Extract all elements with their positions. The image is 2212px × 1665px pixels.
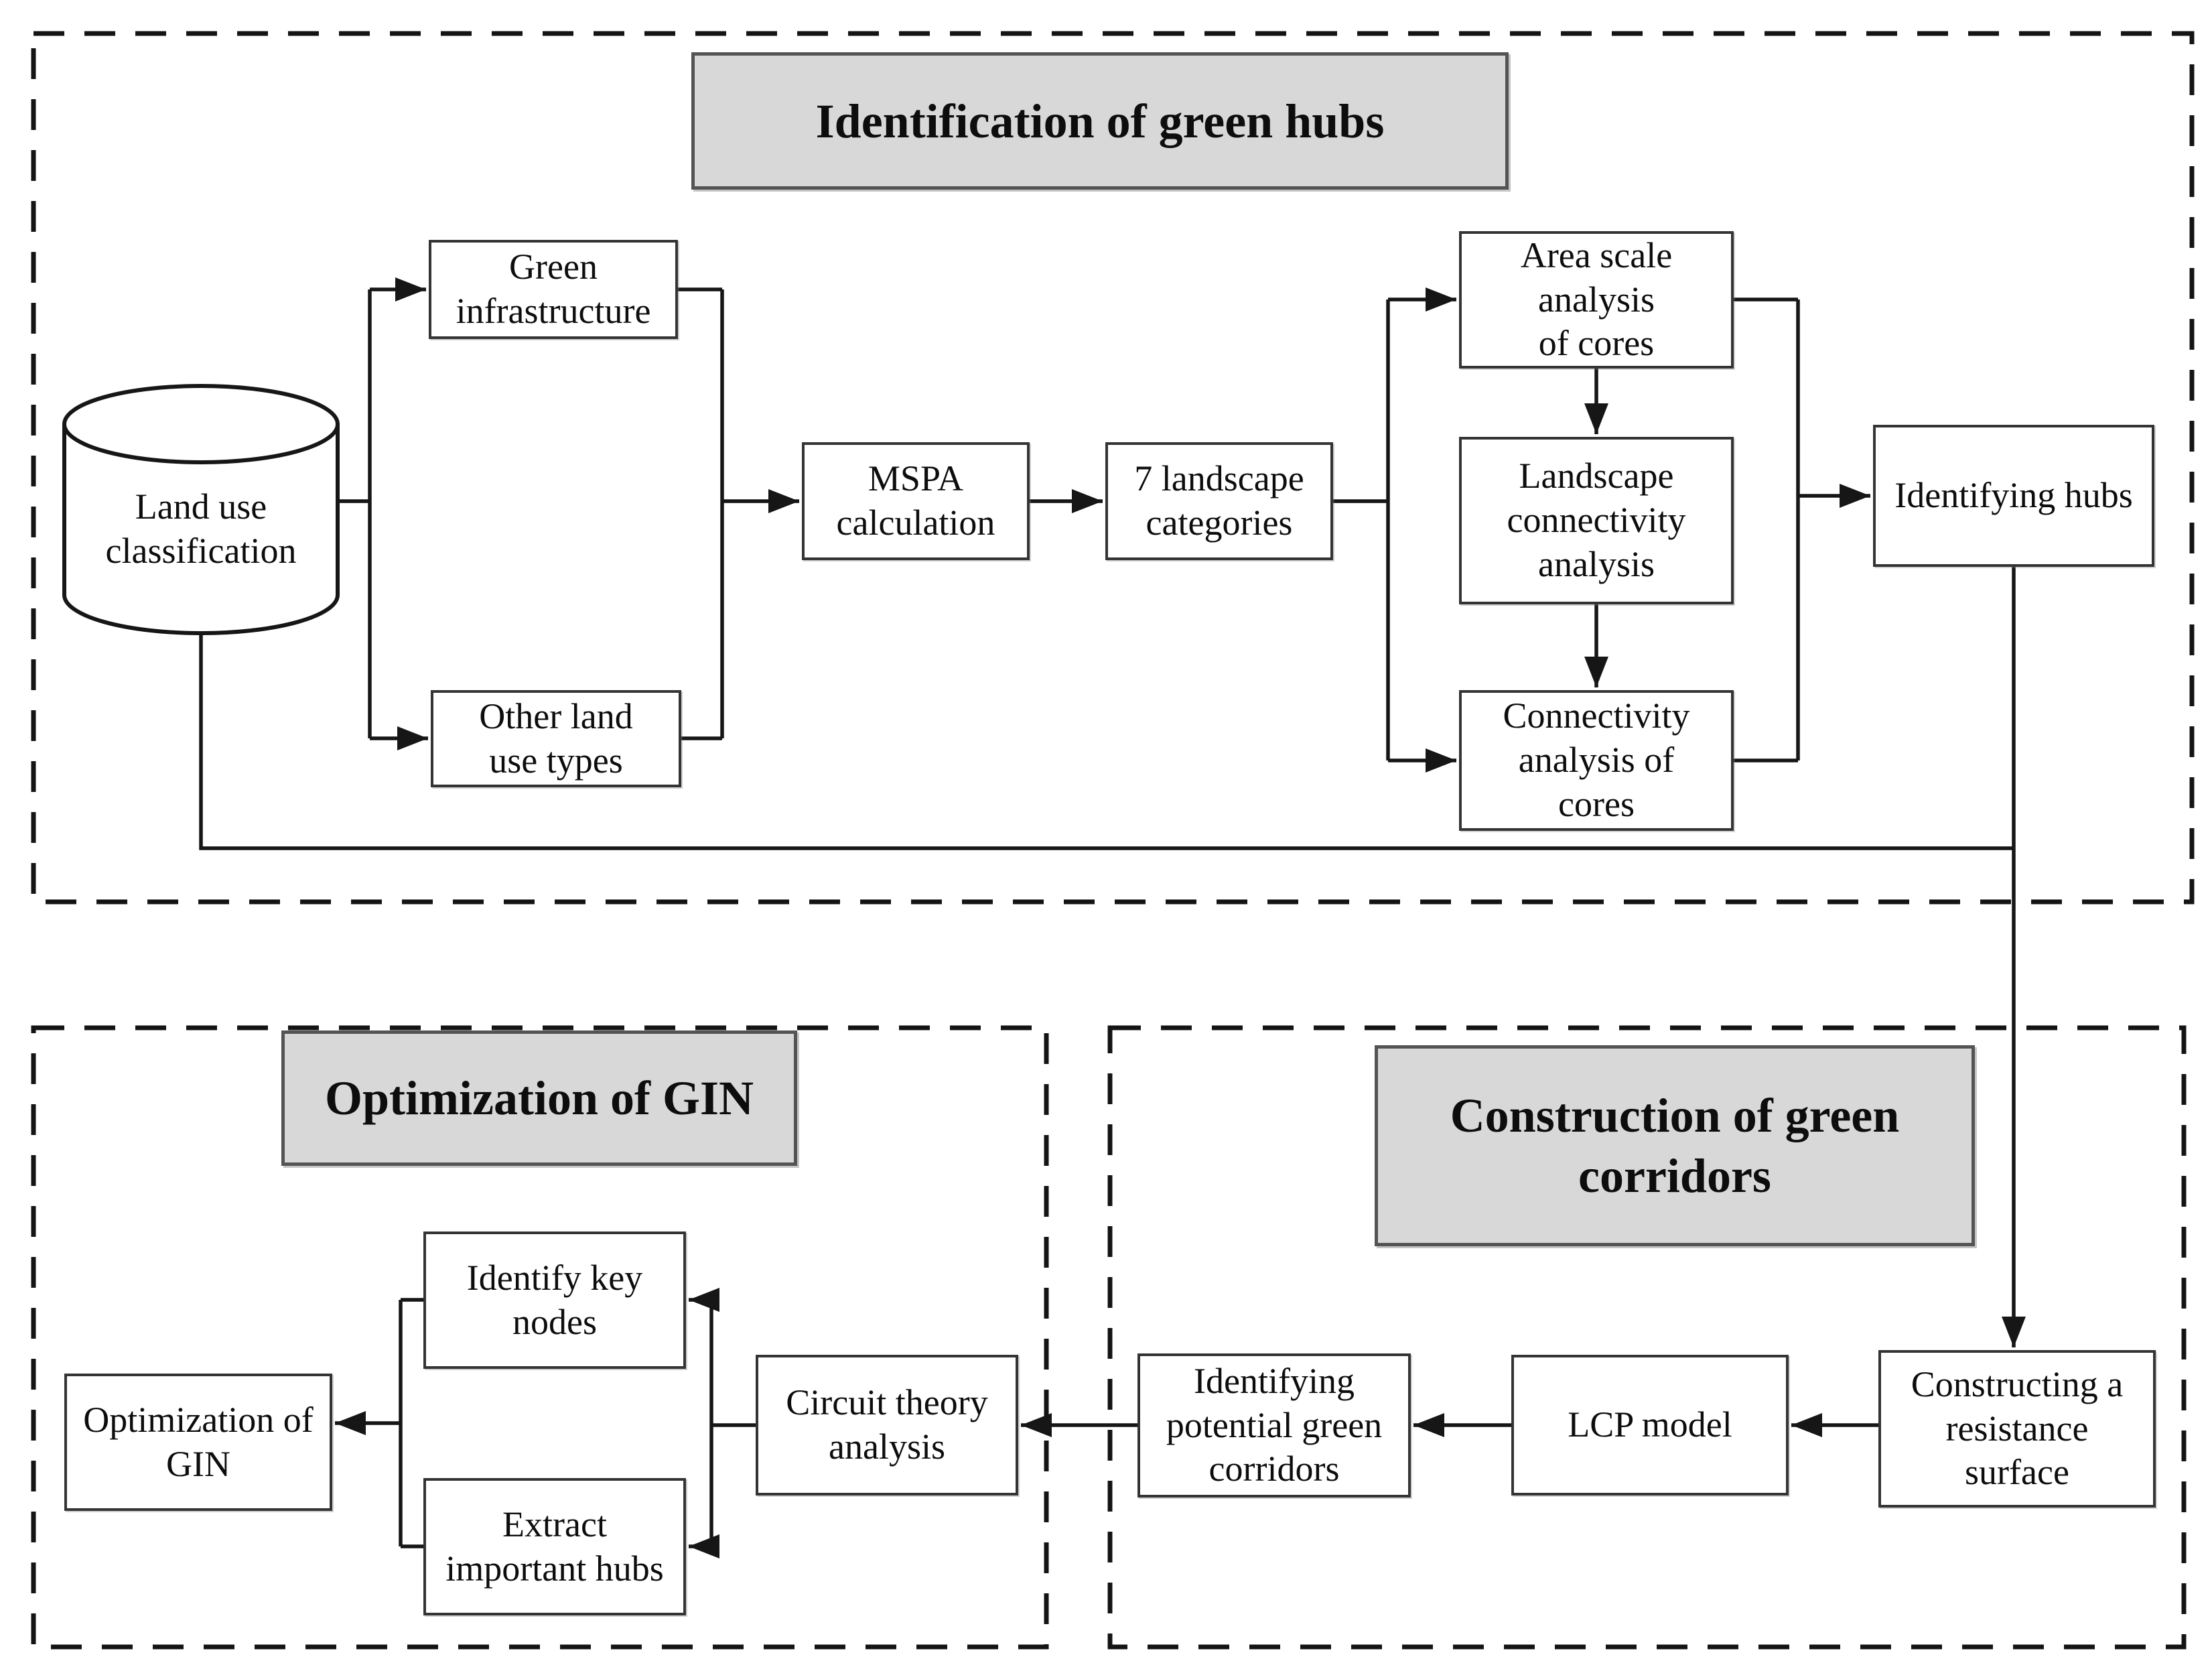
node-green-infrastructure: Green infrastructure (429, 240, 678, 339)
section-frame-corridors (1107, 1025, 2187, 1650)
node-extract-important-hubs: Extract important hubs (423, 1478, 686, 1615)
node-identifying-potential-green-corridors: Identifying potential green corridors (1137, 1353, 1411, 1497)
node-7-landscape-categories: 7 landscape categories (1105, 442, 1333, 560)
node-connectivity-analysis-of-cores: Connectivity analysis of cores (1459, 690, 1734, 831)
node-circuit-theory-analysis: Circuit theory analysis (756, 1355, 1018, 1495)
node-optimization-of-gin: Optimization of GIN (64, 1374, 332, 1511)
node-land-use-classification: Land use classification (105, 486, 297, 571)
node-constructing-a-resistance-surface: Constructing a resistance surface (1878, 1350, 2156, 1508)
section-title-optimization-of-gin: Optimization of GIN (281, 1030, 797, 1166)
node-identify-key-nodes: Identify key nodes (423, 1231, 686, 1369)
line-cylinder-bottom-feed (199, 633, 2014, 850)
section-title-identification-of-green-hubs: Identification of green hubs (691, 52, 1509, 190)
database-cylinder-shape (62, 384, 340, 635)
node-lcp-model: LCP model (1511, 1355, 1789, 1495)
node-area-scale-analysis-of-cores: Area scale analysis of cores (1459, 231, 1734, 369)
section-frame-hubs (31, 31, 2195, 905)
node-identifying-hubs: Identifying hubs (1873, 425, 2154, 567)
section-title-construction-of-green-corridors: Construction of green corridors (1375, 1045, 1975, 1246)
section-frame-gin (31, 1025, 1049, 1650)
node-other-land-use-types: Other land use types (431, 690, 681, 787)
node-mspa-calculation: MSPA calculation (802, 442, 1030, 560)
node-landscape-connectivity-analysis: Landscape connectivity analysis (1459, 437, 1734, 604)
